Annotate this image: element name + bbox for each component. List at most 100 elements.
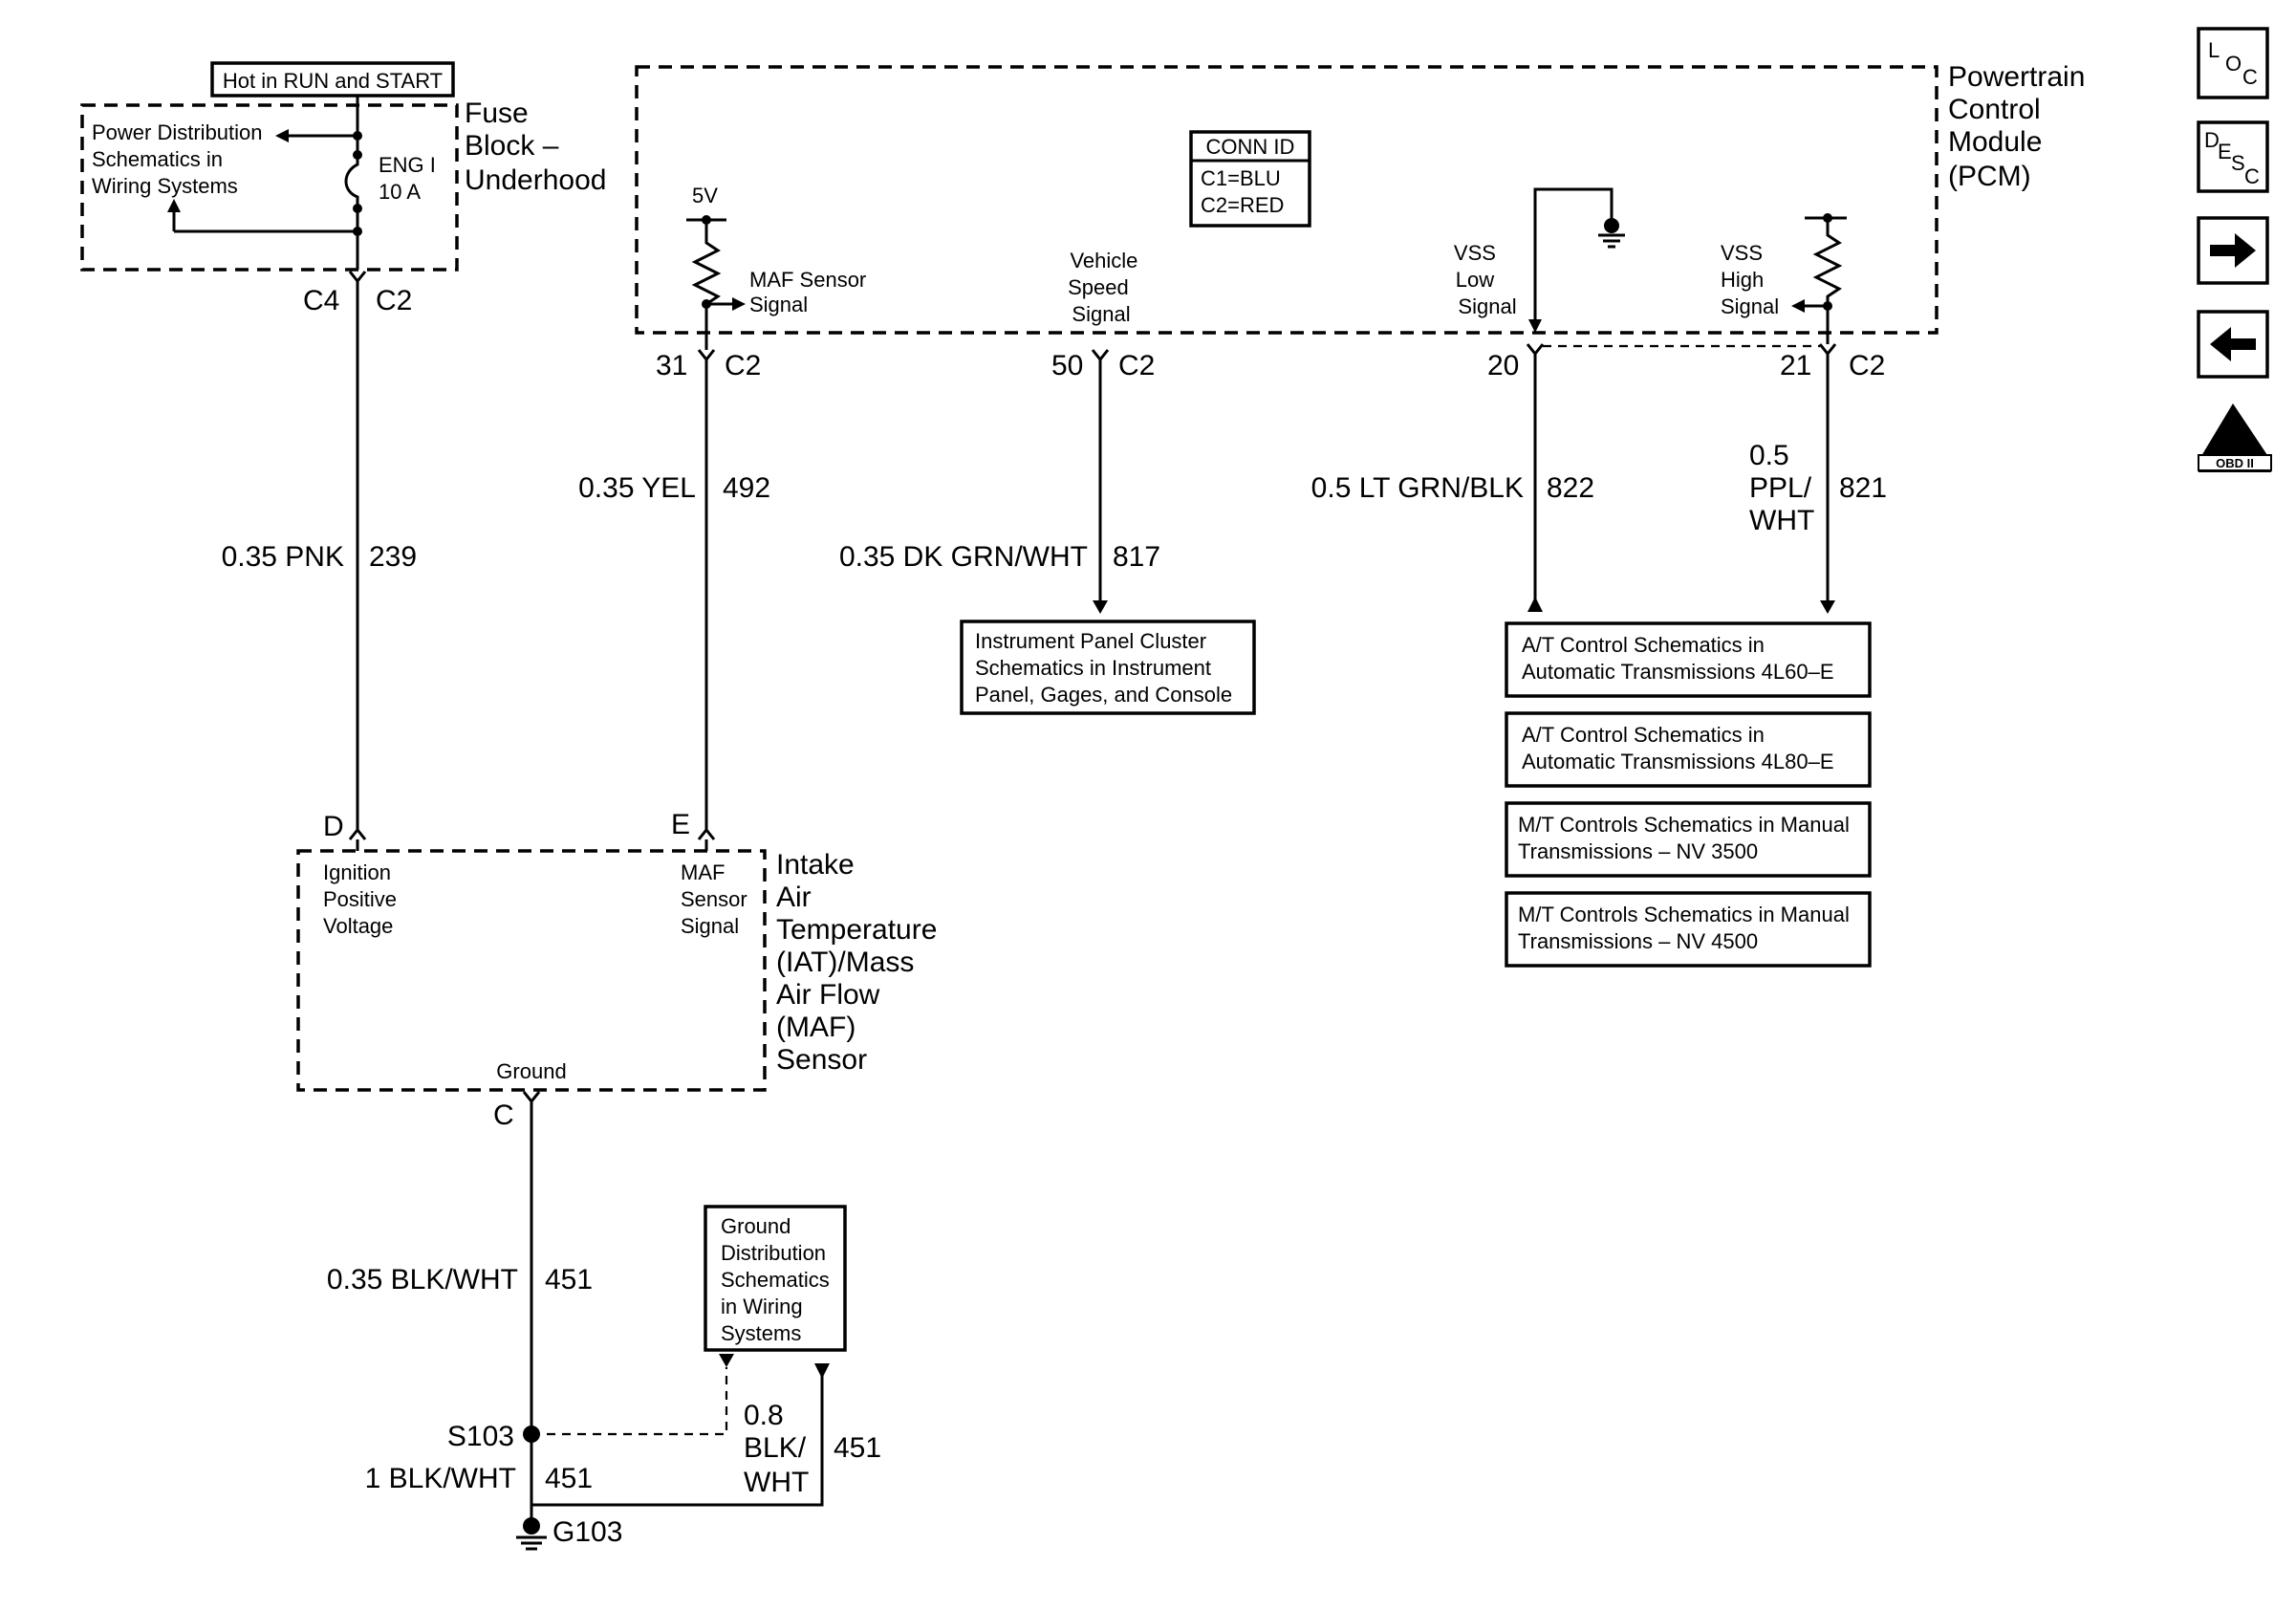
pin-50-label: 50 bbox=[1051, 350, 1083, 381]
fuse-block-outline bbox=[80, 103, 459, 272]
sensor-pin-e-label: E bbox=[671, 809, 690, 840]
sensor-outline bbox=[296, 849, 767, 1092]
wire-492-label: 0.35 YEL bbox=[578, 472, 696, 504]
sensor-pin-d-label: D bbox=[323, 811, 344, 842]
connector-c4-label: C4 bbox=[303, 285, 339, 316]
vehicle-speed-signal-label: Vehicle Speed Signal bbox=[1068, 249, 1143, 326]
wire-451-08-circuit: 451 bbox=[834, 1432, 881, 1464]
wire-822-label: 0.5 LT GRN/BLK bbox=[1311, 472, 1524, 504]
arrow-up-icon bbox=[167, 199, 181, 212]
pin-21-label: 21 bbox=[1780, 350, 1811, 381]
connector-pin-21 bbox=[1818, 343, 1837, 357]
wire-817-dkgrn-wht: 0.35 DK GRN/WHT 817 bbox=[839, 359, 1160, 614]
trans-box-4l80e bbox=[1505, 711, 1872, 788]
pin-50-c2-label: C2 bbox=[1118, 350, 1155, 381]
pcm-title: Powertrain Control Module (PCM) bbox=[1948, 61, 2093, 192]
svg-text:E: E bbox=[2218, 140, 2232, 163]
fuse-block-title: Fuse Block – Underhood bbox=[465, 98, 606, 196]
vss-high-signal-label: VSS High Signal bbox=[1721, 241, 1779, 318]
fuse-eng-i bbox=[344, 96, 359, 270]
wire-451-1-label: 1 BLK/WHT bbox=[365, 1463, 516, 1494]
fuse-name: ENG I bbox=[379, 153, 436, 177]
pullup-resistor-vss-high bbox=[1812, 218, 1843, 344]
next-page-button[interactable] bbox=[2197, 216, 2269, 285]
connector-pin-31 bbox=[697, 349, 716, 362]
svg-text:C: C bbox=[2244, 164, 2260, 188]
pullup-resistor-maf bbox=[691, 220, 722, 350]
ground-g103-label: G103 bbox=[552, 1516, 622, 1548]
hot-in-run-start-box bbox=[210, 61, 455, 98]
wire-821-circuit: 821 bbox=[1839, 472, 1887, 504]
svg-text:II: II bbox=[2228, 425, 2242, 453]
pin-31-c2-label: C2 bbox=[725, 350, 761, 381]
vss-low-signal-label: VSS Low Signal bbox=[1454, 241, 1517, 318]
splice-s103-label: S103 bbox=[447, 1421, 514, 1452]
sensor-ground-label: Ground bbox=[496, 1059, 566, 1083]
previous-page-button[interactable] bbox=[2197, 310, 2269, 379]
wire-817-circuit: 817 bbox=[1113, 541, 1160, 573]
conn-id-c2: C2=RED bbox=[1201, 193, 1284, 217]
arrow-left-icon bbox=[275, 129, 289, 142]
connector-c4-c2 bbox=[348, 271, 367, 284]
wire-821-ppl-wht: 0.5 PPL/ WHT 821 bbox=[1749, 354, 1887, 614]
power-distribution-label: Power Distribution Schematics in Wiring … bbox=[92, 120, 269, 198]
arrow-right-icon bbox=[732, 297, 746, 311]
svg-text:O: O bbox=[2225, 52, 2242, 76]
wire-239-label: 0.35 PNK bbox=[222, 541, 344, 573]
arrow-down-icon bbox=[814, 1363, 830, 1379]
pin-20-label: 20 bbox=[1487, 350, 1519, 381]
wire-817-label: 0.35 DK GRN/WHT bbox=[839, 541, 1088, 573]
instrument-panel-cluster-label: Instrument Panel Cluster Schematics in I… bbox=[975, 629, 1232, 707]
connector-c2-label: C2 bbox=[376, 285, 412, 316]
ground-g103 bbox=[523, 1517, 540, 1535]
iat-maf-sensor: D E Ignition Positive Voltage MAF Sensor… bbox=[296, 809, 945, 1131]
wire-451-1-circuit: 451 bbox=[545, 1463, 593, 1494]
wire-492-circuit: 492 bbox=[723, 472, 770, 504]
pcm-maf-signal-label: MAF Sensor Signal bbox=[749, 268, 872, 316]
wire-822-circuit: 822 bbox=[1547, 472, 1594, 504]
trans-label-4l80e: A/T Control Schematics in Automatic Tran… bbox=[1522, 723, 1834, 773]
trans-label-nv3500: M/T Controls Schematics in Manual Transm… bbox=[1518, 813, 1855, 863]
connector-pin-20 bbox=[1526, 343, 1545, 357]
trans-box-nv3500 bbox=[1505, 801, 1872, 878]
sensor-title: Intake Air Temperature (IAT)/Mass Air Fl… bbox=[776, 849, 945, 1076]
ground-icon bbox=[1604, 218, 1619, 233]
connector-pin-d bbox=[348, 827, 367, 840]
obd-ii-button[interactable]: II OBD II bbox=[2198, 403, 2272, 472]
arrow-down-icon bbox=[1820, 600, 1835, 614]
trans-label-nv4500: M/T Controls Schematics in Manual Transm… bbox=[1518, 903, 1855, 953]
arrow-right-icon bbox=[2210, 233, 2256, 268]
ground-distribution-box bbox=[704, 1205, 847, 1352]
pin-21-c2-label: C2 bbox=[1849, 350, 1885, 381]
trans-box-4l60e bbox=[1505, 621, 1872, 698]
trans-box-nv4500 bbox=[1505, 891, 1872, 968]
transmission-references: A/T Control Schematics in Automatic Tran… bbox=[1505, 621, 1872, 968]
arrow-left-icon bbox=[2210, 327, 2256, 361]
svg-text:D: D bbox=[2204, 128, 2220, 152]
svg-text:OBD II: OBD II bbox=[2216, 456, 2254, 470]
connector-pin-50 bbox=[1091, 349, 1110, 362]
description-button[interactable]: D E S C bbox=[2197, 120, 2269, 193]
svg-text:C: C bbox=[2242, 65, 2258, 89]
hot-in-run-start-label: Hot in RUN and START bbox=[223, 69, 443, 93]
arrow-up-icon bbox=[1527, 597, 1543, 612]
pcm-outline bbox=[635, 65, 1939, 335]
svg-text:S: S bbox=[2231, 151, 2245, 175]
location-button[interactable]: L O C bbox=[2197, 27, 2269, 99]
wire-451-dashed-option bbox=[531, 1367, 728, 1436]
wire-239-pnk: 0.35 PNK 239 bbox=[222, 316, 417, 830]
pin-31-label: 31 bbox=[656, 350, 687, 381]
connector-pin-e bbox=[697, 827, 716, 840]
wire-451-return bbox=[531, 1367, 824, 1507]
sensor-maf-signal-label: MAF Sensor Signal bbox=[681, 860, 753, 938]
conn-id-c1: C1=BLU bbox=[1201, 166, 1281, 190]
instrument-panel-cluster-box bbox=[960, 620, 1256, 715]
fuse-rating: 10 A bbox=[379, 180, 421, 204]
arrow-down-icon bbox=[1093, 600, 1108, 614]
wire-451-035-label: 0.35 BLK/WHT bbox=[327, 1264, 518, 1295]
nav-buttons: L O C D E S C II OBD II bbox=[2197, 27, 2272, 472]
wire-492-yel: 0.35 YEL 492 bbox=[578, 359, 770, 830]
wire-451-035-circuit: 451 bbox=[545, 1264, 593, 1295]
connector-pin-c bbox=[522, 1091, 541, 1104]
